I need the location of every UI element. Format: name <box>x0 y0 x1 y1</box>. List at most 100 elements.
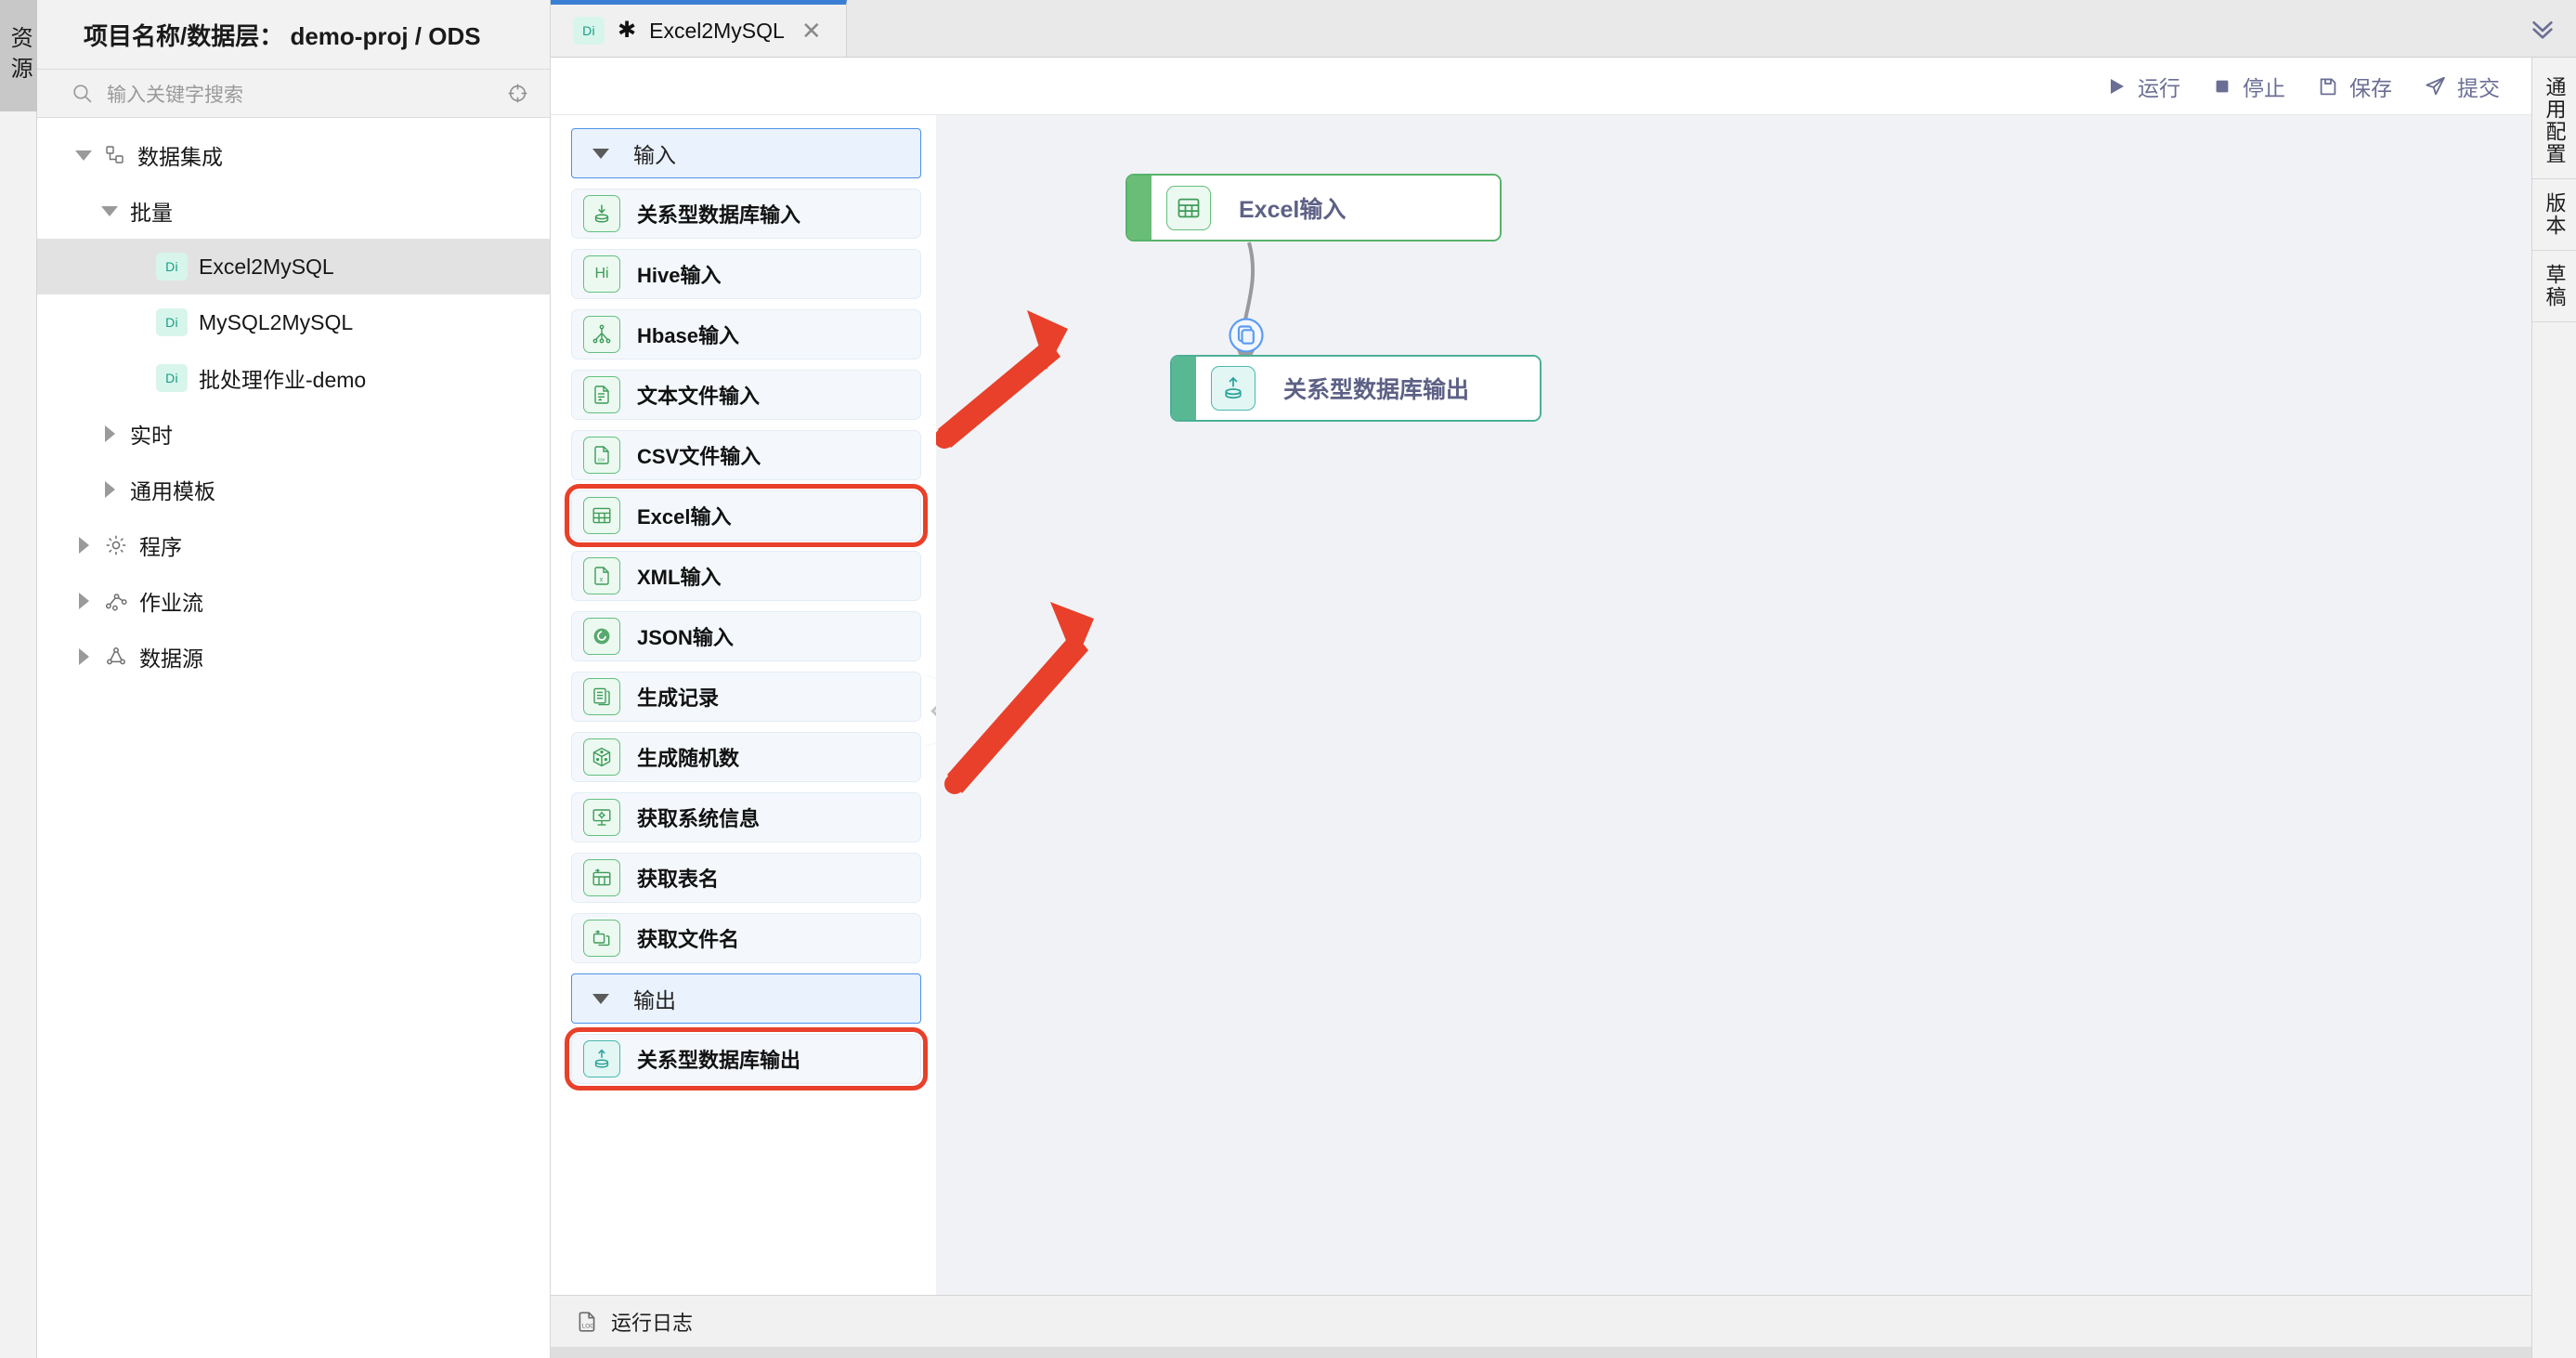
tree-item-label: 实时 <box>130 424 173 448</box>
tree-item-4[interactable]: Di 批处理作业-demo <box>37 350 550 406</box>
editor-toolbar: 运行 停止 保存 提交 <box>551 58 2531 115</box>
caret-down-icon[interactable] <box>74 146 93 164</box>
xml-file-icon: x <box>583 557 620 594</box>
tree-item-5[interactable]: 实时 <box>37 406 550 462</box>
palette-item-label: XML输入 <box>637 566 722 589</box>
tree-item-label: MySQL2MySQL <box>199 309 354 334</box>
palette-item-label: 获取系统信息 <box>637 807 761 830</box>
palette-item-label: 生成记录 <box>637 686 720 710</box>
caret-right-icon[interactable] <box>74 592 93 610</box>
palette-item[interactable]: 获取表名 <box>571 853 921 903</box>
left-vertical-rail: 资 源 <box>0 0 37 1358</box>
palette-item[interactable]: 获取系统信息 <box>571 792 921 842</box>
copy-rows-icon[interactable] <box>1228 317 1265 359</box>
caret-down-icon <box>592 993 609 1004</box>
palette-item[interactable]: x XML输入 <box>571 551 921 601</box>
toolbar-button-send[interactable]: 提交 <box>2424 71 2500 102</box>
hbase-icon <box>583 316 620 353</box>
toolbar-button-stop[interactable]: 停止 <box>2212 71 2285 102</box>
status-bar: LOG 运行日志 <box>551 1295 2531 1347</box>
palette-section-header[interactable]: 输入 <box>571 128 921 178</box>
palette-item[interactable]: 关系型数据库输出 <box>565 1027 928 1090</box>
close-icon[interactable]: ✕ <box>800 17 822 45</box>
palette-collapse-handle[interactable] <box>923 676 936 745</box>
palette-item[interactable]: 文本文件输入 <box>571 370 921 420</box>
caret-down-icon[interactable] <box>100 202 119 220</box>
node-body: 关系型数据库输出 <box>1196 357 1540 420</box>
play-icon <box>2105 75 2127 98</box>
search-input[interactable]: 输入关键字搜索 <box>71 80 493 108</box>
palette-section-header[interactable]: 输出 <box>571 973 921 1024</box>
tab-label: Excel2MySQL <box>649 18 785 43</box>
palette-item[interactable]: 获取文件名 <box>571 913 921 963</box>
tree-item-0[interactable]: 数据集成 <box>37 127 550 183</box>
tree-item-8[interactable]: 作业流 <box>37 573 550 629</box>
palette-item[interactable]: 生成随机数 <box>571 732 921 782</box>
palette-item[interactable]: JSON输入 <box>571 611 921 661</box>
tree-item-label: 批处理作业-demo <box>199 368 367 392</box>
database-up-icon <box>583 1040 620 1077</box>
palette-item-label: 生成随机数 <box>637 747 740 770</box>
gear-icon <box>104 533 128 557</box>
toolbar-button-save[interactable]: 保存 <box>2317 71 2392 102</box>
node-accent-band <box>1172 357 1196 420</box>
sidebar-header: 项目名称/数据层： demo-proj / ODS <box>37 0 550 70</box>
caret-right-icon[interactable] <box>100 424 119 443</box>
table-grid-icon <box>583 497 620 534</box>
editor-tabbar: Di ✱ Excel2MySQL ✕ <box>551 0 2576 58</box>
status-label[interactable]: 运行日志 <box>611 1311 694 1335</box>
table-grid-icon <box>1166 185 1211 230</box>
caret-placeholder <box>126 369 145 387</box>
page-title: 项目名称/数据层： demo-proj / ODS <box>84 21 481 50</box>
right-rail-tab-2[interactable]: 草稿 <box>2532 251 2576 322</box>
tabbar-spacer <box>846 0 2509 57</box>
sidebar-search-row[interactable]: 输入关键字搜索 <box>37 70 550 118</box>
tree-item-label: 通用模板 <box>130 479 215 503</box>
right-vertical-rail: 通用配置版本草稿 <box>2531 58 2576 1358</box>
svg-text:x: x <box>600 577 604 583</box>
caret-right-icon[interactable] <box>100 480 119 499</box>
caret-right-icon[interactable] <box>74 647 93 666</box>
palette-item[interactable]: 关系型数据库输入 <box>571 189 921 239</box>
caret-down-icon <box>592 148 609 159</box>
right-rail-tab-0[interactable]: 通用配置 <box>2532 63 2576 179</box>
item-type-badge: Di <box>156 364 188 392</box>
tree-item-6[interactable]: 通用模板 <box>37 462 550 517</box>
right-rail-tab-1[interactable]: 版本 <box>2532 179 2576 251</box>
canvas-node-db-output[interactable]: 关系型数据库输出 <box>1170 355 1542 422</box>
flow-canvas[interactable]: Excel输入 <box>936 115 2531 1295</box>
tab-excel2mysql[interactable]: Di ✱ Excel2MySQL ✕ <box>551 0 847 57</box>
palette-item[interactable]: Excel输入 <box>565 484 928 547</box>
caret-right-icon[interactable] <box>74 536 93 555</box>
datasource-icon <box>104 645 128 669</box>
tree-item-1[interactable]: 批量 <box>37 183 550 239</box>
toolbar-button-label: 提交 <box>2457 75 2500 100</box>
crosshair-icon[interactable] <box>506 82 529 105</box>
tree-item-9[interactable]: 数据源 <box>37 629 550 685</box>
palette-item-label: 关系型数据库输入 <box>637 203 801 227</box>
json-icon <box>583 618 620 655</box>
tree-item-label: 程序 <box>139 535 182 559</box>
double-chevron-down-icon[interactable] <box>2509 0 2576 57</box>
palette-item-label: Hbase输入 <box>637 324 740 347</box>
rail-tab-resources[interactable]: 资 源 <box>0 0 37 111</box>
tree-item-3[interactable]: Di MySQL2MySQL <box>37 294 550 350</box>
canvas-node-excel-input[interactable]: Excel输入 <box>1125 174 1502 242</box>
toolbar-button-play[interactable]: 运行 <box>2105 71 2180 102</box>
palette-section-label: 输出 <box>633 988 676 1012</box>
item-type-badge: Di <box>156 308 188 336</box>
dice-icon <box>583 738 620 776</box>
item-type-badge: Di <box>156 253 188 281</box>
palette-section-label: 输入 <box>633 143 676 167</box>
palette-item[interactable]: Hbase输入 <box>571 309 921 359</box>
log-file-icon: LOG <box>575 1310 599 1334</box>
tree-item-7[interactable]: 程序 <box>37 517 550 573</box>
palette-item[interactable]: 生成记录 <box>571 672 921 722</box>
svg-text:csv: csv <box>598 457 605 463</box>
